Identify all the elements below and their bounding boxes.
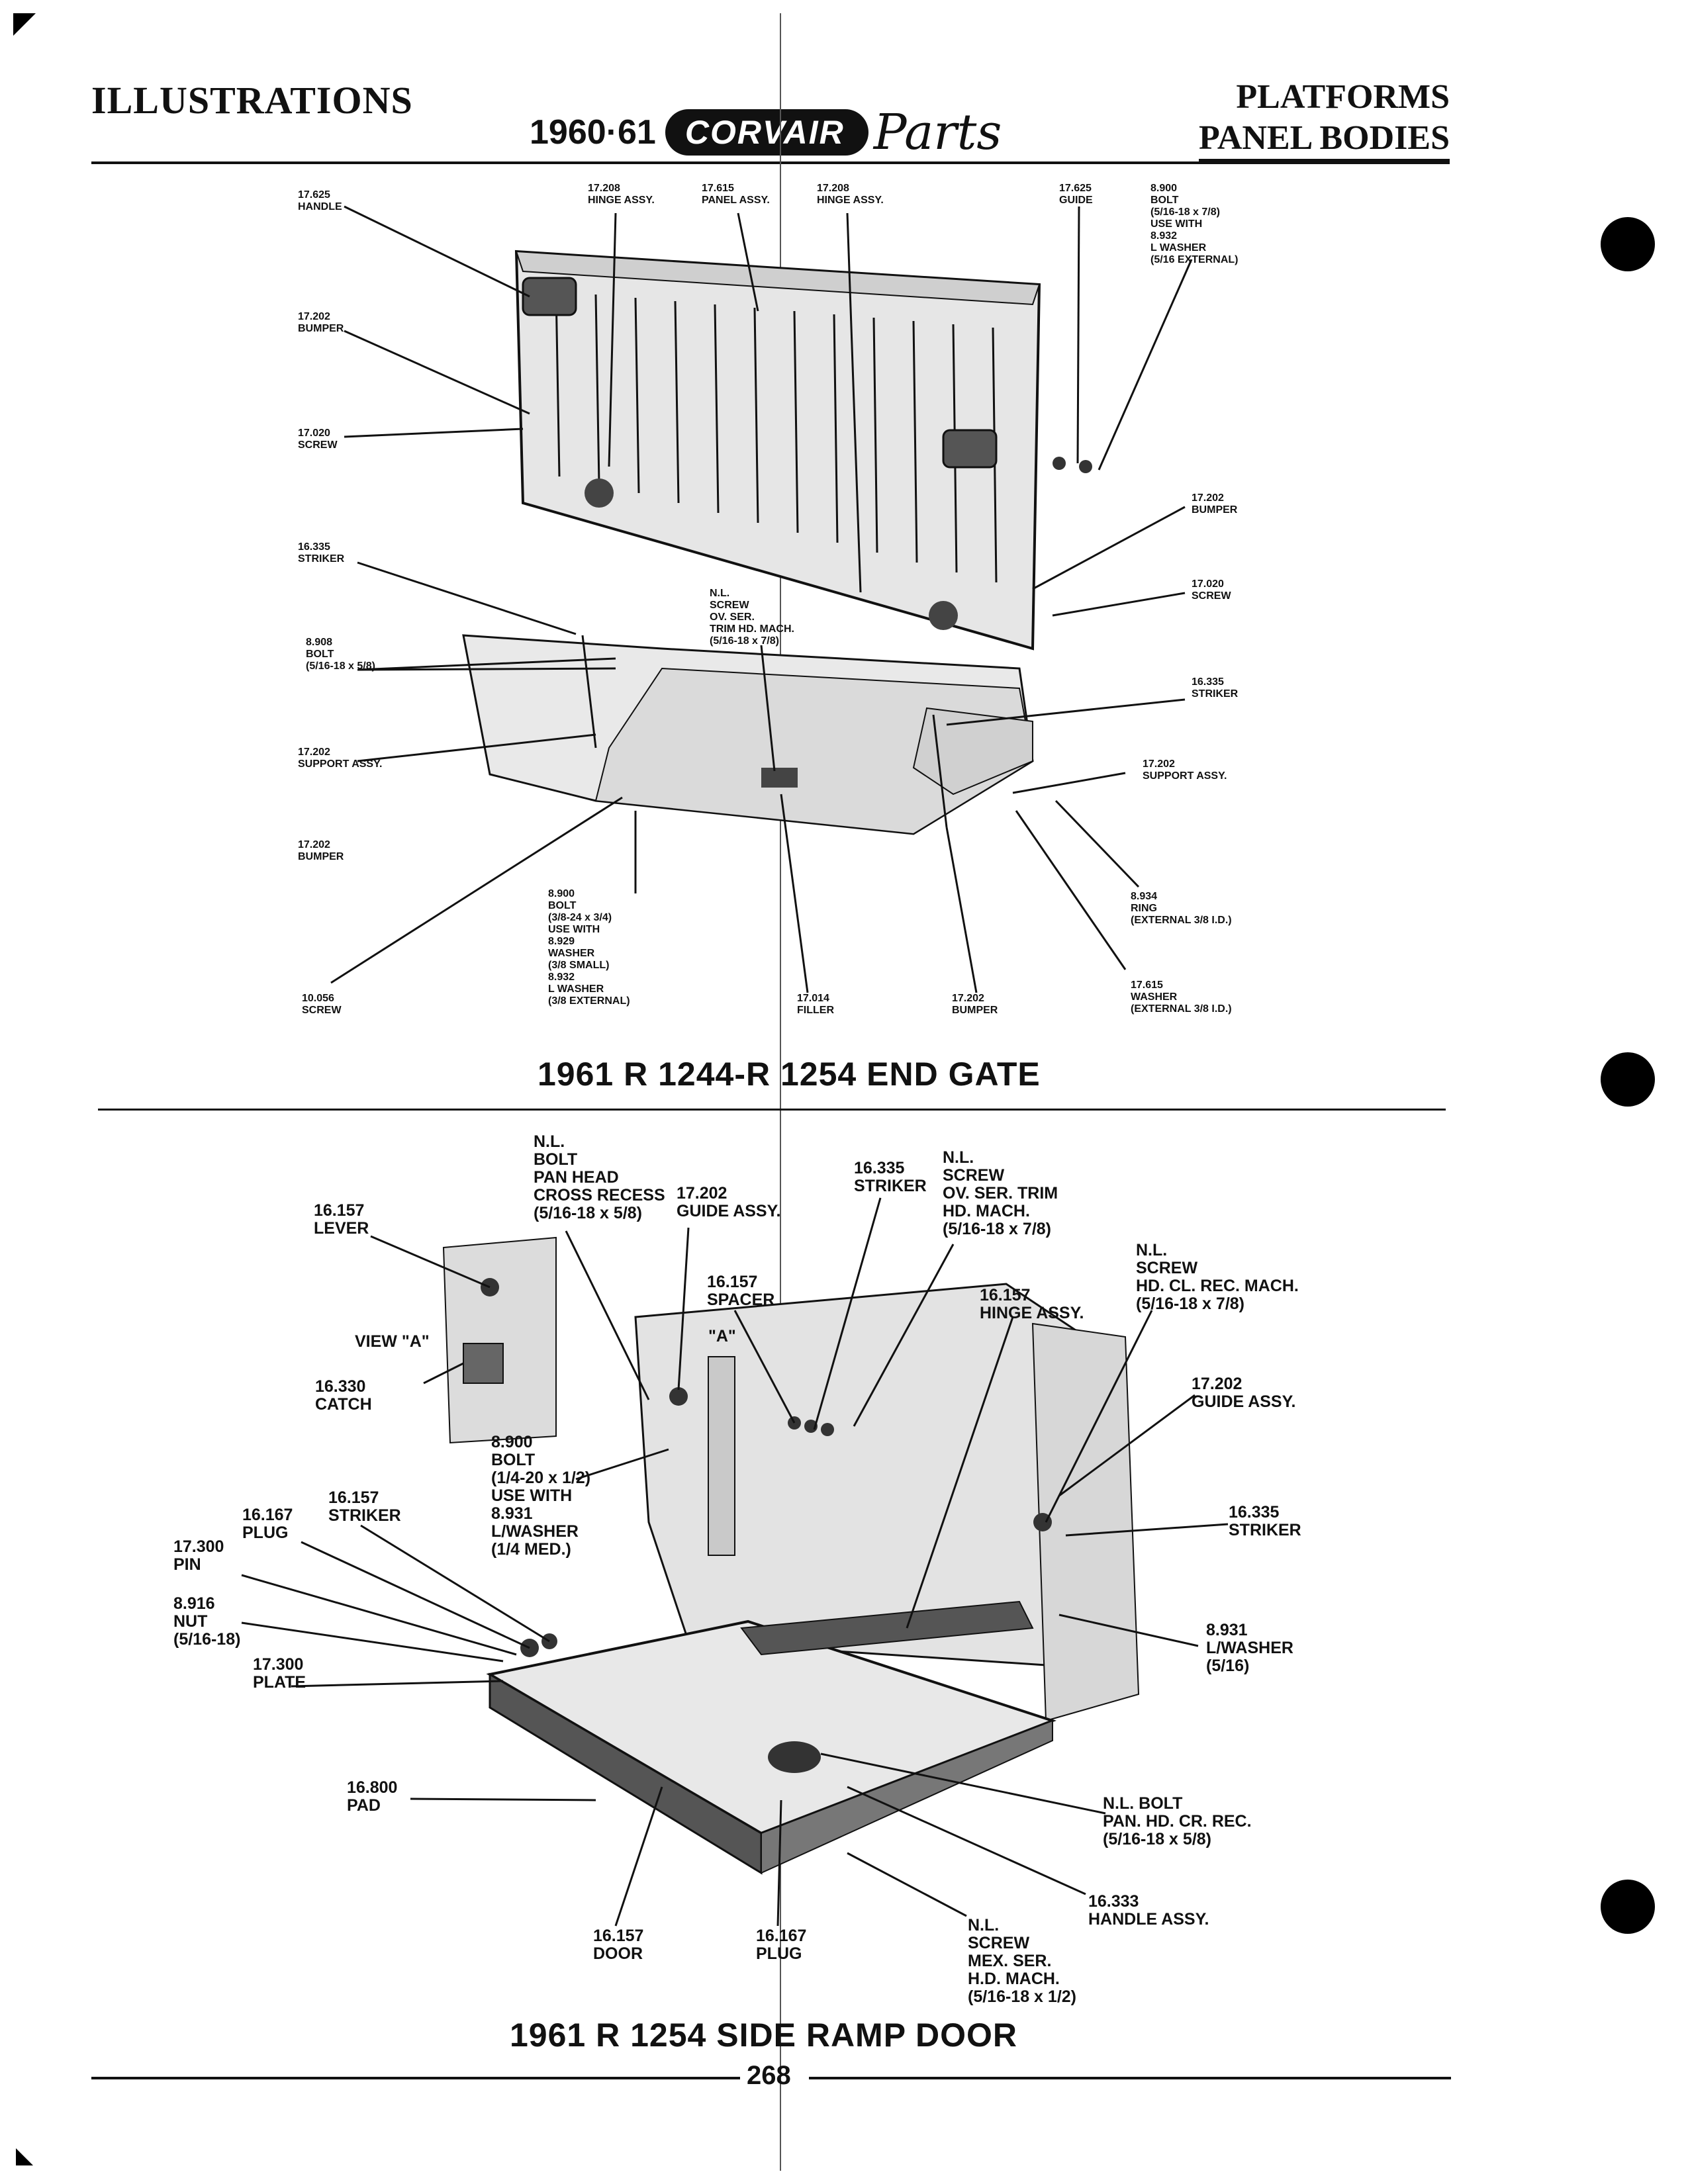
label-fig1-handle: 17.625 HANDLE	[298, 189, 342, 212]
label-fig1-filler: 17.014 FILLER	[797, 993, 834, 1016]
label-fig1-screw-10056: 10.056 SCREW	[302, 993, 342, 1016]
label-fig2-nl-screw-trim: N.L. SCREW OV. SER. TRIM HD. MACH. (5/16…	[943, 1148, 1058, 1238]
label-fig2-plate: 17.300 PLATE	[253, 1655, 306, 1692]
label-fig1-bumper-upper-left: 17.202 BUMPER	[298, 311, 344, 334]
label-fig2-l-washer: 8.931 L/WASHER (5/16)	[1206, 1621, 1293, 1675]
label-fig1-nl-screw: N.L. SCREW OV. SER. TRIM HD. MACH. (5/16…	[710, 588, 794, 647]
ramp-door-drawing	[486, 1600, 1056, 1875]
label-fig2-spacer: 16.157 SPACER	[707, 1273, 775, 1309]
figure2-caption: 1961 R 1254 SIDE RAMP DOOR	[510, 2017, 1018, 2054]
label-fig2-nl-bolt-pan-hd: N.L. BOLT PAN. HD. CR. REC. (5/16-18 x 5…	[1103, 1794, 1252, 1848]
label-fig2-pin: 17.300 PIN	[173, 1537, 224, 1574]
corner-mark-top-left	[13, 13, 36, 36]
figure1-caption: 1961 R 1244-R 1254 END GATE	[538, 1056, 1041, 1093]
label-fig2-catch: 16.330 CATCH	[315, 1377, 372, 1414]
label-fig2-nl-bolt-pan-head: N.L. BOLT PAN HEAD CROSS RECESS (5/16-18…	[534, 1132, 665, 1222]
page-number: 268	[747, 2061, 791, 2090]
label-fig1-bumper-lower-right: 17.202 BUMPER	[952, 993, 998, 1016]
logo-script: Parts	[873, 104, 1002, 161]
view-a-inset-drawing	[442, 1236, 557, 1444]
label-fig1-bolt-8908: 8.908 BOLT (5/16-18 x 5/8)	[306, 637, 375, 672]
logo-year: 1960·61	[530, 113, 656, 152]
section-title-left: ILLUSTRATIONS	[91, 79, 413, 122]
label-fig2-guide-assy-top: 17.202 GUIDE ASSY.	[677, 1184, 781, 1220]
label-fig2-door: 16.157 DOOR	[593, 1927, 644, 1963]
label-fig2-view-a: VIEW "A"	[355, 1332, 430, 1351]
label-fig2-striker-left: 16.157 STRIKER	[328, 1488, 401, 1525]
label-fig1-striker-right: 16.335 STRIKER	[1192, 676, 1239, 700]
label-fig1-screw-right: 17.020 SCREW	[1192, 578, 1231, 602]
ramp-door-leader-lines	[241, 1197, 1229, 1927]
section-divider-rule	[98, 1109, 1446, 1111]
label-fig1-support-left: 17.202 SUPPORT ASSY.	[298, 747, 383, 770]
label-fig1-bumper-lower-left: 17.202 BUMPER	[298, 839, 344, 862]
label-fig2-plug-left: 16.167 PLUG	[242, 1506, 293, 1542]
section-title-right-line2: PANEL BODIES	[1198, 118, 1450, 161]
section-title-right-line1: PLATFORMS	[1236, 78, 1450, 116]
label-fig1-panel-assy: 17.615 PANEL ASSY.	[702, 183, 770, 206]
label-fig1-hinge-right: 17.208 HINGE ASSY.	[817, 183, 884, 206]
label-fig2-striker-right: 16.335 STRIKER	[1229, 1503, 1301, 1539]
label-fig2-bolt-8900: 8.900 BOLT (1/4-20 x 1/2) USE WITH 8.931…	[491, 1433, 591, 1559]
label-fig1-screw-left: 17.020 SCREW	[298, 428, 338, 451]
label-fig1-bolt-top: 8.900 BOLT (5/16-18 x 7/8) USE WITH 8.93…	[1150, 183, 1239, 265]
label-fig1-hinge-left: 17.208 HINGE ASSY.	[588, 183, 655, 206]
corvair-parts-logo: 1960·61 CORVAIR Parts	[530, 99, 1002, 165]
label-fig1-striker-left: 16.335 STRIKER	[298, 541, 345, 565]
logo-brand: CORVAIR	[665, 109, 868, 156]
end-gate-floor-drawing	[462, 634, 1034, 835]
footer-rule-left	[91, 2077, 740, 2079]
side-body-panel-drawing	[634, 1283, 1140, 1722]
label-fig1-bumper-right: 17.202 BUMPER	[1192, 492, 1238, 516]
label-fig1-ring: 8.934 RING (EXTERNAL 3/8 I.D.)	[1131, 891, 1232, 926]
label-fig2-nl-screw-cl-rec: N.L. SCREW HD. CL. REC. MACH. (5/16-18 x…	[1136, 1241, 1299, 1313]
label-fig1-support-right: 17.202 SUPPORT ASSY.	[1143, 758, 1227, 782]
binder-hole-middle	[1601, 1052, 1655, 1107]
header-rule	[91, 161, 1450, 164]
label-fig2-pad: 16.800 PAD	[347, 1778, 398, 1815]
binder-hole-top	[1601, 217, 1655, 271]
label-fig2-handle-assy: 16.333 HANDLE ASSY.	[1088, 1892, 1209, 1929]
label-fig2-lever: 16.157 LEVER	[314, 1201, 369, 1238]
label-fig2-a-marker: "A"	[708, 1327, 736, 1345]
label-fig2-nl-screw-mex: N.L. SCREW MEX. SER. H.D. MACH. (5/16-18…	[968, 1916, 1076, 2006]
label-fig1-washer: 17.615 WASHER (EXTERNAL 3/8 I.D.)	[1131, 979, 1232, 1015]
footer-rule-right	[809, 2077, 1451, 2079]
label-fig2-hinge-assy: 16.157 HINGE ASSY.	[980, 1286, 1084, 1322]
scan-fold-line	[780, 13, 781, 2171]
end-gate-leader-lines	[330, 205, 1193, 993]
label-fig2-striker-top: 16.335 STRIKER	[854, 1159, 927, 1195]
label-fig1-guide: 17.625 GUIDE	[1059, 183, 1093, 206]
label-fig2-nut: 8.916 NUT (5/16-18)	[173, 1594, 241, 1649]
binder-hole-bottom	[1601, 1880, 1655, 1934]
label-fig2-plug-bottom: 16.167 PLUG	[756, 1927, 807, 1963]
end-gate-panel-drawing	[514, 250, 1092, 651]
label-fig2-guide-assy-right: 17.202 GUIDE ASSY.	[1192, 1375, 1296, 1411]
label-fig1-bolt-8900: 8.900 BOLT (3/8-24 x 3/4) USE WITH 8.929…	[548, 888, 630, 1007]
section-title-right: PLATFORMS PANEL BODIES	[1198, 77, 1450, 161]
